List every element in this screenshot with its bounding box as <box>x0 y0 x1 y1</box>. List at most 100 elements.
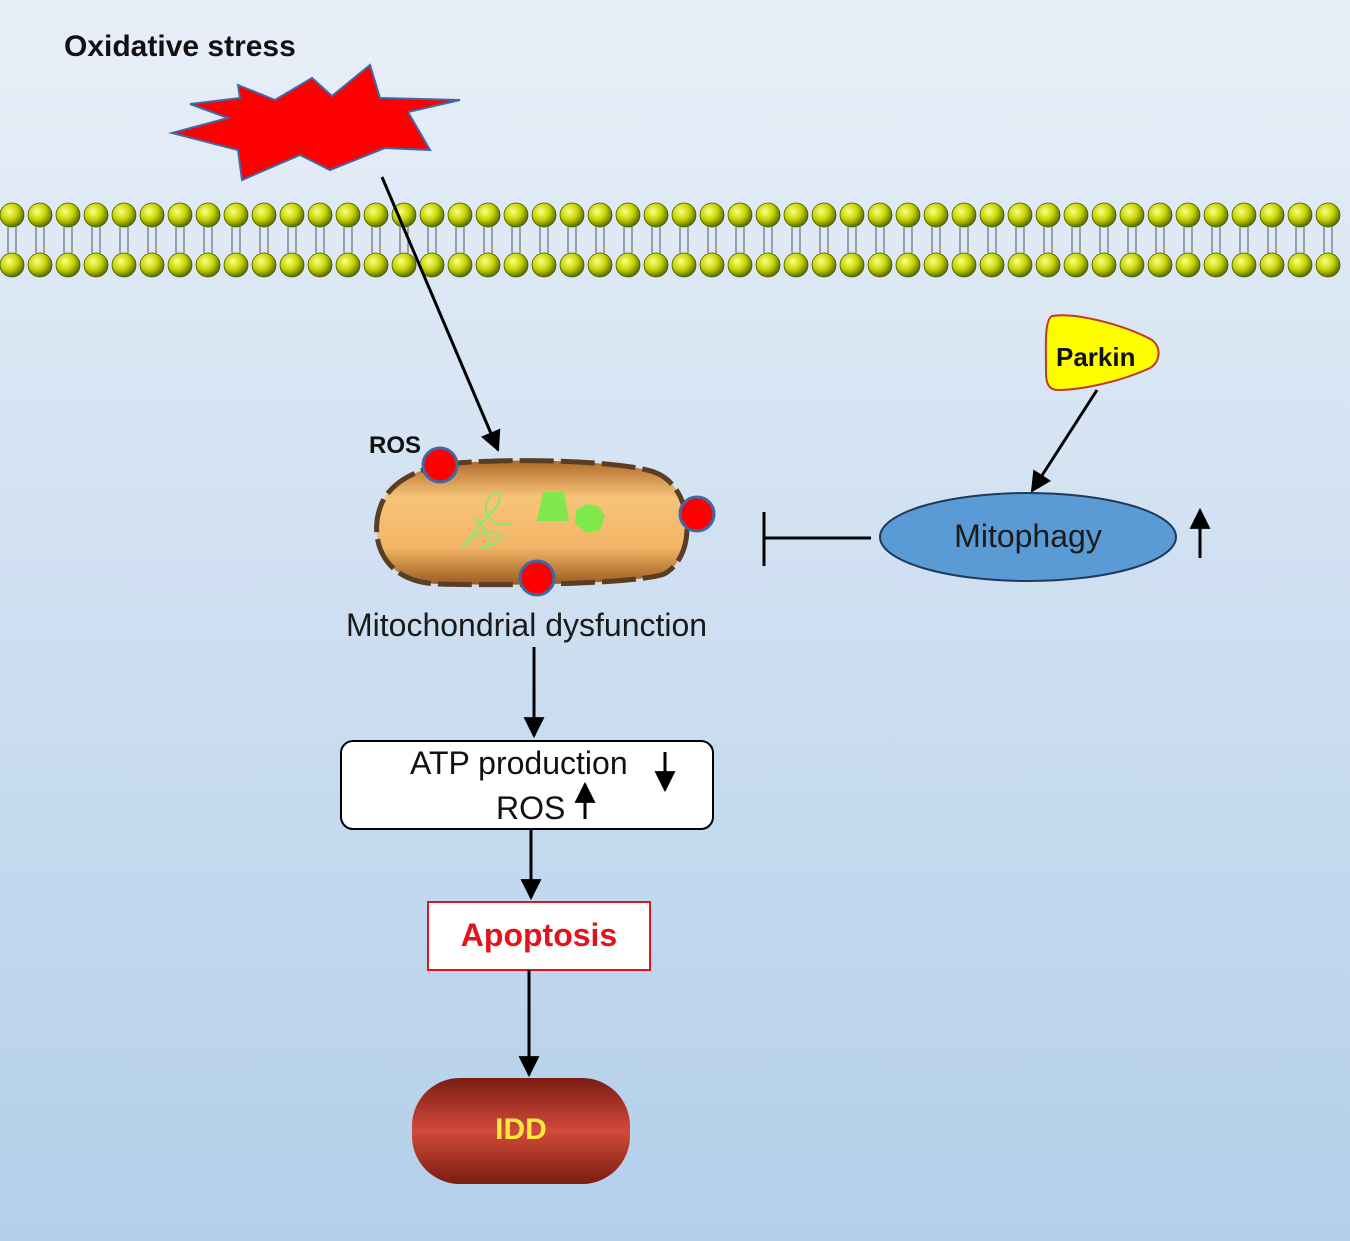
lipid-head <box>335 252 361 278</box>
apoptosis-label: Apoptosis <box>460 917 618 953</box>
lipid-head <box>1063 252 1089 278</box>
lipid-head <box>1063 202 1089 228</box>
lipid-head <box>111 252 137 278</box>
mitochondrial-dna-icon <box>461 491 511 549</box>
lipid-head <box>811 202 837 228</box>
lipid-head <box>979 252 1005 278</box>
lipid-head <box>27 252 53 278</box>
lipid-head <box>223 202 249 228</box>
lipid-head <box>83 252 109 278</box>
ros-label: ROS <box>496 790 566 826</box>
arrow-parkin-to-mitophagy <box>1030 389 1099 493</box>
lipid-head <box>307 202 333 228</box>
lipid-head <box>839 252 865 278</box>
lipid-head <box>1119 202 1145 228</box>
lipid-head <box>1203 202 1229 228</box>
ros-dot <box>678 495 716 533</box>
mitochondrial-dysfunction-label: Mitochondrial dysfunction <box>346 607 708 643</box>
ros-dot <box>518 559 556 597</box>
lipid-head <box>587 252 613 278</box>
lipid-head <box>1035 202 1061 228</box>
lipid-head <box>55 202 81 228</box>
lipid-head <box>363 202 389 228</box>
ros-dot <box>421 446 459 484</box>
lipid-head <box>0 202 25 228</box>
lipid-head <box>1315 252 1341 278</box>
lipid-head <box>1287 202 1313 228</box>
lipid-head <box>727 202 753 228</box>
lipid-head <box>83 202 109 228</box>
lipid-head <box>531 202 557 228</box>
idd-box <box>412 1078 630 1184</box>
lipid-head <box>111 202 137 228</box>
lipid-head <box>671 252 697 278</box>
mitochondrion <box>374 458 690 588</box>
protein-trapezoid-icon <box>537 492 569 521</box>
lipid-head <box>139 252 165 278</box>
lipid-head <box>559 252 585 278</box>
lipid-head <box>923 202 949 228</box>
lipid-head <box>419 202 445 228</box>
lipid-head <box>503 252 529 278</box>
lipid-head <box>1147 202 1173 228</box>
lipid-head <box>391 252 417 278</box>
lipid-head <box>643 252 669 278</box>
lipid-head <box>783 202 809 228</box>
lipid-head <box>223 252 249 278</box>
lipid-head <box>1007 202 1033 228</box>
lipid-head <box>1259 202 1285 228</box>
atp-production-label: ATP production <box>410 745 628 781</box>
lipid-head <box>951 202 977 228</box>
oxidative-stress-burst <box>168 63 461 182</box>
lipid-head <box>615 252 641 278</box>
lipid-head <box>699 252 725 278</box>
lipid-head <box>867 252 893 278</box>
lipid-head <box>1231 252 1257 278</box>
lipid-head <box>1259 252 1285 278</box>
lipid-head <box>615 202 641 228</box>
ros-marker-label: ROS <box>369 432 422 459</box>
lipid-head <box>1203 252 1229 278</box>
lipid-head <box>895 252 921 278</box>
arrow-stress-to-mito <box>380 176 501 452</box>
lipid-head <box>979 202 1005 228</box>
lipid-head <box>699 202 725 228</box>
protein-polygon-icon <box>575 504 605 533</box>
lipid-head <box>587 202 613 228</box>
atp-ros-box <box>340 740 714 830</box>
mitophagy-ellipse <box>879 492 1177 582</box>
lipid-head <box>503 202 529 228</box>
lipid-head <box>923 252 949 278</box>
oxidative-stress-label: Oxidative stress <box>64 30 296 63</box>
lipid-head <box>727 252 753 278</box>
lipid-head <box>1007 252 1033 278</box>
lipid-head <box>167 202 193 228</box>
lipid-head <box>363 252 389 278</box>
lipid-head <box>531 252 557 278</box>
lipid-head <box>447 202 473 228</box>
lipid-head <box>895 202 921 228</box>
cell-membrane <box>0 202 1341 278</box>
lipid-head <box>335 202 361 228</box>
lipid-head <box>475 252 501 278</box>
lipid-head <box>783 252 809 278</box>
lipid-head <box>1231 202 1257 228</box>
lipid-head <box>1035 252 1061 278</box>
lipid-head <box>251 202 277 228</box>
lipid-head <box>279 202 305 228</box>
lipid-head <box>643 202 669 228</box>
lipid-head <box>951 252 977 278</box>
lipid-head <box>755 252 781 278</box>
lipid-head <box>307 252 333 278</box>
parkin-label: Parkin <box>1056 342 1136 372</box>
lipid-head <box>755 202 781 228</box>
lipid-head <box>251 252 277 278</box>
lipid-head <box>839 202 865 228</box>
lipid-head <box>139 202 165 228</box>
lipid-head <box>1147 252 1173 278</box>
lipid-head <box>27 202 53 228</box>
lipid-head <box>0 252 25 278</box>
lipid-head <box>1175 202 1201 228</box>
